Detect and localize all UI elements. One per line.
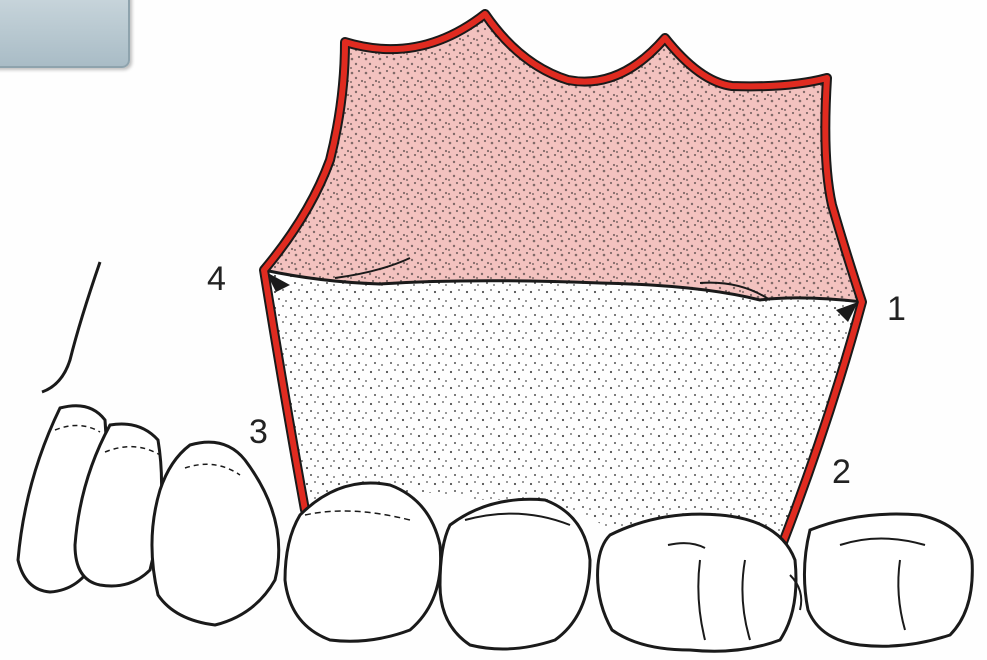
point-label-1: 1 xyxy=(887,292,906,326)
tooth-molar-1 xyxy=(598,514,796,651)
tooth-premolar-2 xyxy=(440,499,590,649)
labial-frenum-line xyxy=(42,262,100,392)
tooth-premolar-1 xyxy=(285,483,441,641)
point-label-4: 4 xyxy=(207,262,226,296)
tooth-molar-2 xyxy=(804,514,972,646)
tooth-canine xyxy=(152,442,279,625)
palatal-stipple xyxy=(264,14,862,302)
point-label-3: 3 xyxy=(249,415,268,449)
point-label-2: 2 xyxy=(832,455,851,489)
